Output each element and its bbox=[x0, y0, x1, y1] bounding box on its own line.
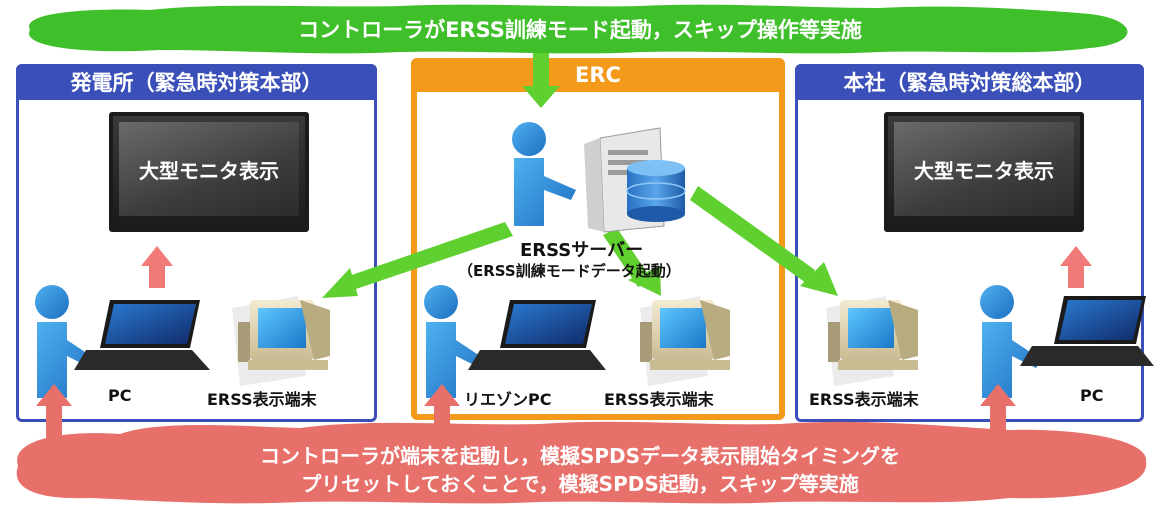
liaison-pc-label: リエゾンPC bbox=[464, 390, 552, 409]
liaison-person bbox=[424, 285, 486, 398]
pink-arrow-up-center bbox=[424, 384, 460, 438]
head-office-title: 本社（緊急時対策総本部） bbox=[795, 64, 1144, 100]
pink-arrow-up-left bbox=[36, 384, 72, 438]
laptop-right bbox=[1020, 296, 1154, 366]
server-label: ERSSサーバー bbox=[520, 240, 644, 261]
pink-arrow-right-monitor bbox=[1060, 246, 1092, 288]
green-arrow-to-center-terminal bbox=[603, 228, 661, 296]
large-monitor-left-label: 大型モニタ表示 bbox=[119, 122, 299, 216]
top-cloud bbox=[29, 4, 1128, 54]
power-plant-title: 発電所（緊急時対策本部） bbox=[16, 64, 377, 100]
operator-person-left bbox=[35, 285, 97, 398]
erss-terminal-center bbox=[640, 296, 730, 386]
pc-label-left: PC bbox=[108, 386, 132, 405]
bottom-cloud bbox=[16, 421, 1147, 504]
erc-title: ERC bbox=[411, 58, 785, 92]
large-monitor-right-label: 大型モニタ表示 bbox=[894, 122, 1074, 216]
erss-terminal-right bbox=[826, 296, 918, 386]
erss-terminal-label-left: ERSS表示端末 bbox=[207, 390, 317, 409]
laptop-left bbox=[74, 300, 210, 370]
laptop-center bbox=[468, 300, 606, 370]
pc-label-right: PC bbox=[1080, 386, 1104, 405]
database-icon bbox=[626, 160, 686, 222]
operator-person-right bbox=[980, 285, 1042, 398]
top-banner-text: コントローラがERSS訓練モード起動，スキップ操作等実施 bbox=[298, 18, 862, 42]
erss-terminal-label-center: ERSS表示端末 bbox=[604, 390, 714, 409]
large-monitor-right: 大型モニタ表示 bbox=[884, 112, 1084, 232]
erc-controller-person bbox=[512, 122, 576, 226]
erss-terminal-left bbox=[232, 296, 330, 386]
green-arrow-to-left bbox=[322, 222, 513, 298]
green-arrow-to-right bbox=[690, 186, 838, 296]
erss-terminal-label-right: ERSS表示端末 bbox=[809, 390, 919, 409]
bottom-banner-line2: プリセットしておくことで，模擬SPDS起動，スキップ等実施 bbox=[301, 472, 859, 496]
large-monitor-left: 大型モニタ表示 bbox=[109, 112, 309, 232]
bottom-banner-line1: コントローラが端末を起動し，模擬SPDSデータ表示開始タイミングを bbox=[259, 444, 901, 468]
pink-arrow-up-right bbox=[980, 384, 1016, 438]
server-sublabel: （ERSS訓練モードデータ起動） bbox=[458, 262, 681, 280]
pink-arrow-left-monitor bbox=[141, 246, 173, 288]
